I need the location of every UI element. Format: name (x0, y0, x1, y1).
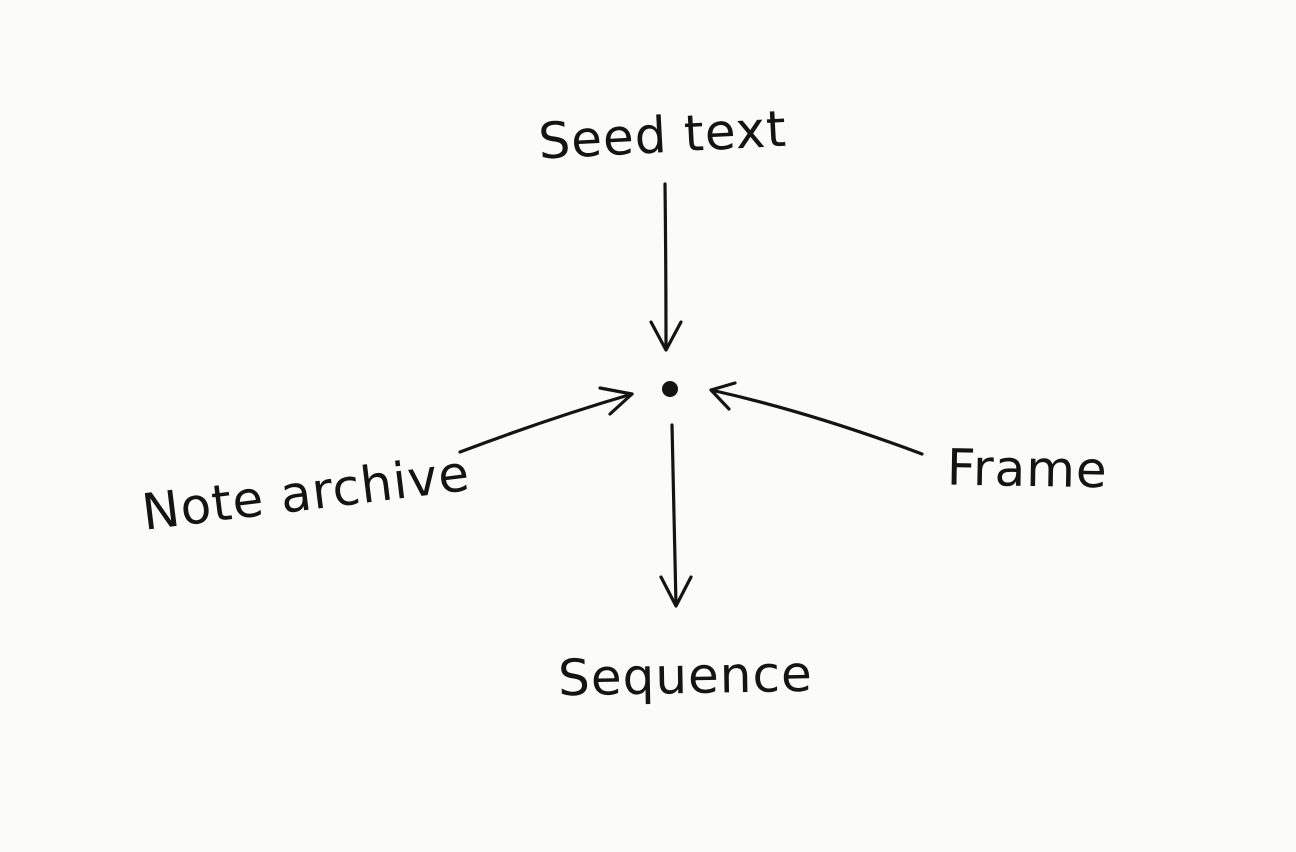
node-note-archive: Note archive (139, 444, 473, 542)
edge-archive-to-center (458, 386, 634, 454)
arrowhead-icon (659, 575, 693, 608)
node-sequence: Sequence (558, 645, 814, 707)
edge-line (670, 423, 678, 607)
junction-dot (662, 381, 678, 397)
edge-seed-to-center (649, 182, 683, 352)
node-frame: Frame (946, 439, 1108, 500)
arrowhead-icon (598, 386, 634, 416)
arrowhead-icon (709, 381, 737, 411)
edge-center-to-sequence (659, 423, 693, 608)
edge-line (458, 392, 634, 454)
edge-frame-to-center (709, 381, 924, 456)
edge-line (709, 388, 924, 456)
node-seed-text: Seed text (537, 100, 788, 171)
edge-line (663, 182, 668, 350)
arrowhead-icon (649, 320, 683, 352)
